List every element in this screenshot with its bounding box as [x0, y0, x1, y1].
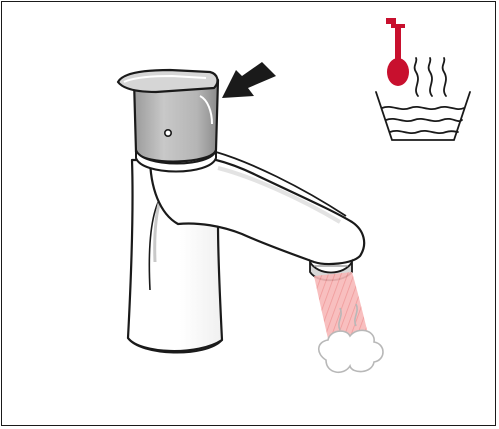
push-arrow-icon — [222, 62, 276, 98]
hot-water-thermometer-icon — [386, 18, 409, 86]
faucet-handle — [118, 70, 218, 172]
